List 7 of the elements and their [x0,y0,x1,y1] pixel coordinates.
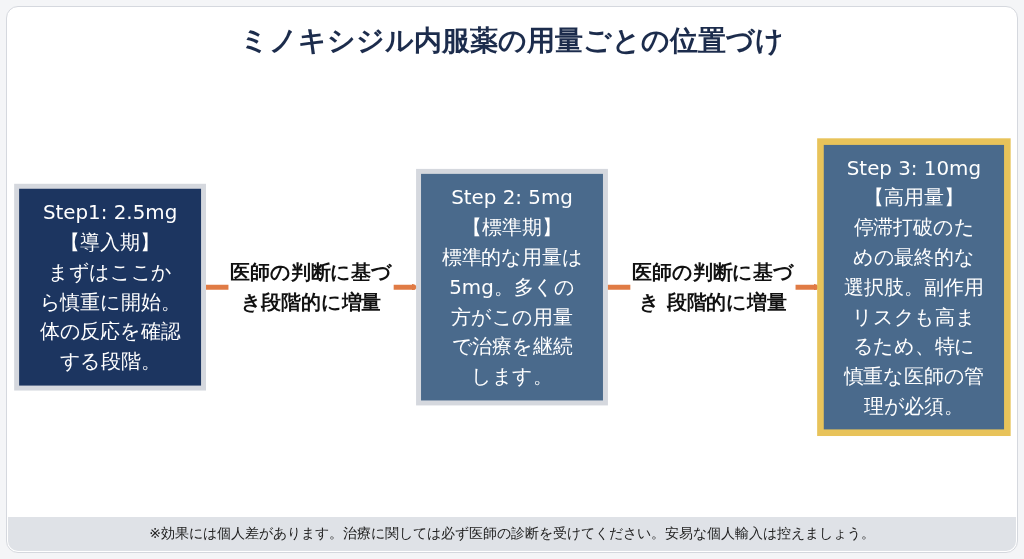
node-box: Step 3: 10mg 【高用量】 停滞打破のための最終的な選択肢。副作用リスクも高まるため、特に慎重な医師の管理が必須。 [817,138,1011,437]
node-box: Step 2: 5mg 【標準期】 標準的な用量は5mg。多くの方がこの用量で治療を継続します。 [416,169,608,406]
footnote: ※効果には個人差があります。治療に関しては必ず医師の診断を受けてください。安易な個人輸入は控えましょう。 [8,517,1016,551]
diagram-title: ミノキシジル内服薬の用量ごとの位置づけ [239,23,785,59]
node-box: Step1: 2.5mg 【導入期】 まずはここから慎重に開始。体の反応を確認する段階。 [14,184,206,391]
edge-label: 医師の判断に基づき段階的に増量 [230,261,392,314]
edge-label: 医師の判断に基づき 段階的に増量 [632,261,794,314]
